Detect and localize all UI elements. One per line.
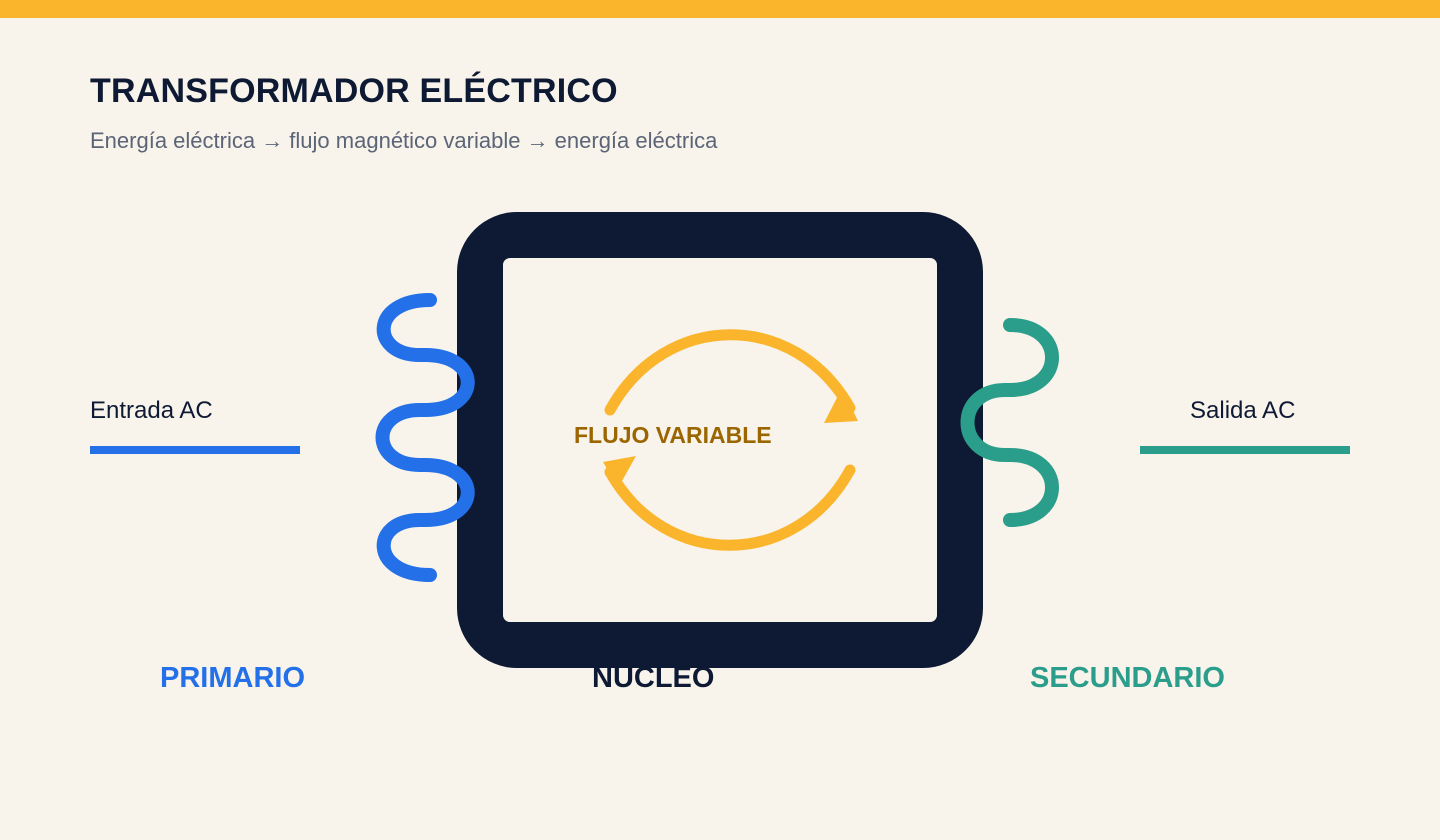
core-label: NÚCLEO xyxy=(592,662,715,694)
flux-arrowhead-left xyxy=(603,456,636,488)
primary-coil xyxy=(375,293,475,582)
flux-arrow-bottom xyxy=(604,464,856,551)
output-label: Salida AC xyxy=(1190,397,1296,424)
flux-label: FLUJO VARIABLE xyxy=(574,422,772,448)
page-title: TRANSFORMADOR ELÉCTRICO xyxy=(90,72,618,110)
transformer-core xyxy=(457,212,983,668)
secondary-coil xyxy=(960,318,1059,527)
secondary-label: SECUNDARIO xyxy=(1030,662,1225,694)
flux-arrow-top xyxy=(604,329,856,416)
top-accent-bar xyxy=(0,0,1440,18)
flux-arrowhead-right xyxy=(824,388,858,423)
primary-label: PRIMARIO xyxy=(160,662,305,694)
page-subtitle: Energía eléctrica → flujo magnético vari… xyxy=(90,128,718,153)
input-label: Entrada AC xyxy=(90,397,213,424)
